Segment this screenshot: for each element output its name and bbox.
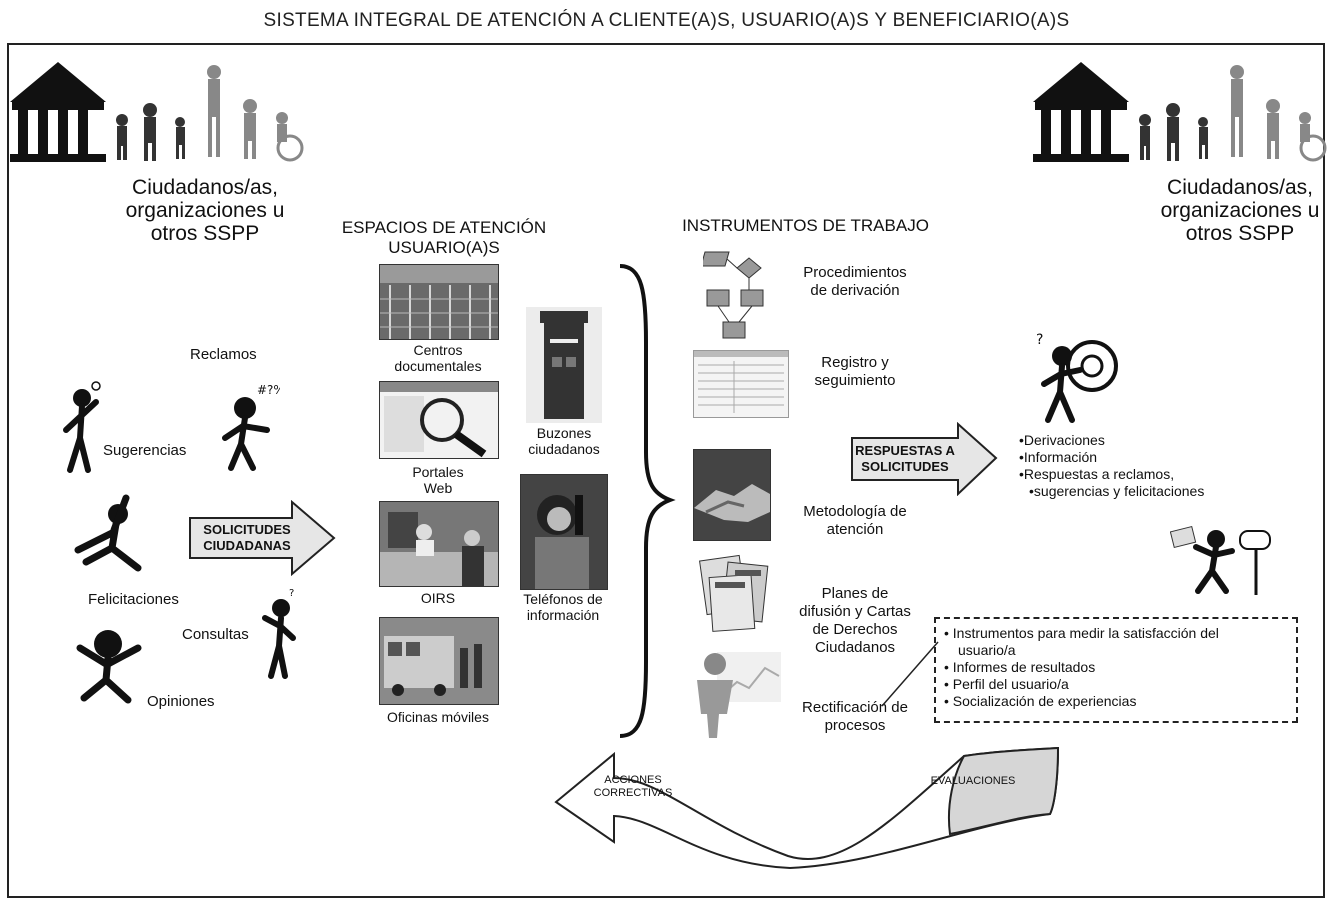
felicitaciones-label: Felicitaciones [88,591,179,609]
buzones-photo [526,307,602,423]
mailbox-figure-icon [1170,517,1285,599]
feedback-loop-arrow [550,744,1070,874]
grouping-brace [612,262,676,740]
svg-text:?: ? [1036,332,1043,348]
output-item: Derivaciones [1019,432,1229,449]
oficinas-moviles-photo [379,617,499,705]
solicitudes-label: SOLICITUDES CIUDADANAS [192,522,302,554]
evaluaciones-label: EVALUACIONES [918,775,1028,788]
procedimientos-label: Procedimientos de derivación [780,264,930,300]
sugerencias-figure-icon [60,378,110,478]
right-institution-people-icon [1033,60,1333,170]
newspapers-icon [697,554,787,634]
phone-figure-icon: ? [1030,326,1120,426]
respuestas-label: RESPUESTAS A SOLICITUDES [850,443,960,475]
connector-line [880,640,940,710]
opiniones-figure-icon [68,618,153,710]
acciones-correctivas-label: ACCIONES CORRECTIVAS [583,774,683,800]
portales-web-photo [379,381,499,459]
centros-documentales-label: Centros documentales [375,342,501,374]
rectificacion-figure-icon [693,652,783,742]
handshake-photo [693,449,771,541]
svg-text:?: ? [289,588,294,599]
portales-web-label: Portales Web [375,464,501,496]
opiniones-label: Opiniones [147,693,215,711]
outputs-list: Derivaciones Información Respuestas a re… [1019,432,1229,500]
evaluation-box: • Instrumentos para medir la satisfacció… [934,617,1298,723]
svg-text:#?%: #?% [257,383,280,397]
left-citizens-label: Ciudadanos/as, organizaciones u otros SS… [100,176,310,245]
registro-label: Registro y seguimiento [780,354,930,390]
registro-screen-icon [693,350,789,418]
telefonos-photo [520,474,608,590]
output-item: sugerencias y felicitaciones [1019,483,1229,500]
oirs-photo [379,501,499,587]
oirs-label: OIRS [375,590,501,606]
consultas-label: Consultas [182,626,249,644]
oficinas-moviles-label: Oficinas móviles [375,709,501,725]
buzones-label: Buzones ciudadanos [515,425,613,457]
right-citizens-label: Ciudadanos/as, organizaciones u otros SS… [1135,176,1333,245]
diagram-title: SISTEMA INTEGRAL DE ATENCIÓN A CLIENTE(A… [0,10,1333,32]
centros-documentales-photo [379,264,499,340]
felicitaciones-figure-icon [68,488,168,583]
reclamos-figure-icon: #?% [215,380,280,472]
sugerencias-label: Sugerencias [103,442,186,460]
consultas-figure-icon: ? [255,588,305,680]
left-institution-people-icon [10,60,310,170]
output-item: Respuestas a reclamos, [1019,466,1229,483]
reclamos-label: Reclamos [190,346,257,364]
instrumentos-header: INSTRUMENTOS DE TRABAJO [668,216,943,236]
flowchart-icon [703,250,773,342]
output-item: Información [1019,449,1229,466]
telefonos-label: Teléfonos de información [508,591,618,623]
metodologia-label: Metodología de atención [780,503,930,539]
espacios-header: ESPACIOS DE ATENCIÓN USUARIO(A)S [318,218,570,258]
